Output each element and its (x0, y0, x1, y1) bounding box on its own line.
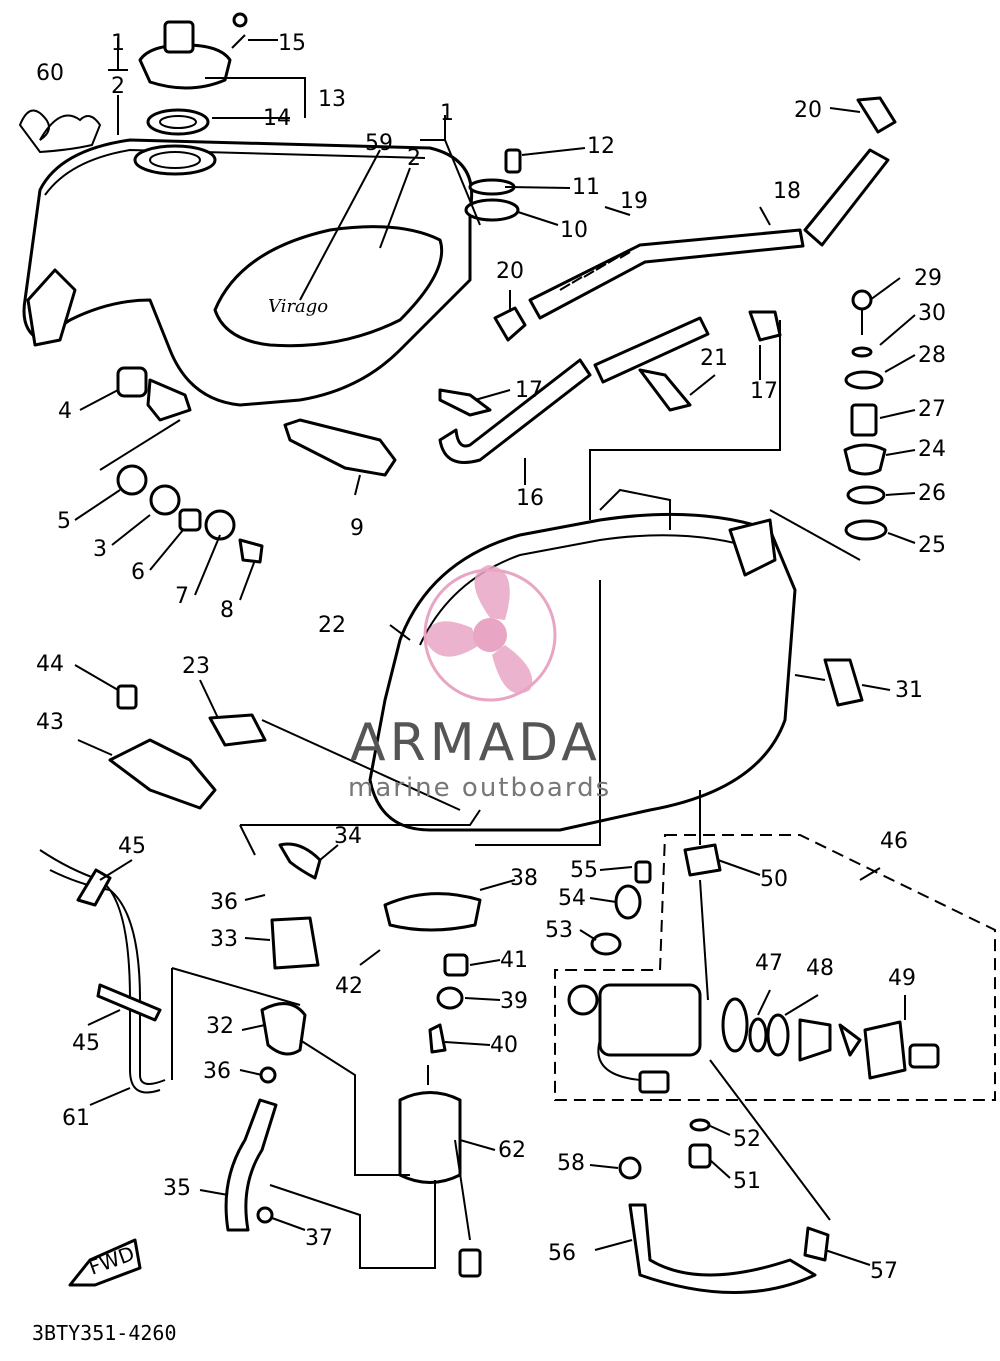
part-label: 39 (500, 989, 528, 1014)
part-label: 54 (558, 886, 586, 911)
part-label: 19 (620, 189, 648, 214)
part-label: 29 (914, 266, 942, 291)
part-label: 17 (750, 379, 778, 404)
part-label: 47 (755, 951, 783, 976)
part-label: 21 (700, 346, 728, 371)
part-label: 33 (210, 927, 238, 952)
part-label: 24 (918, 437, 946, 462)
part-label: 1 (440, 101, 454, 126)
part-label: 23 (182, 654, 210, 679)
filler-cap-assembly (138, 12, 248, 136)
watermark-brand: ARMADA (350, 713, 601, 773)
part-label: 34 (334, 824, 362, 849)
diagram-code: 3BTY351-4260 (32, 1321, 177, 1345)
part-label: 17 (515, 378, 543, 403)
part-label: 57 (870, 1259, 898, 1284)
outlet-hose (618, 1156, 830, 1294)
part-label: 60 (36, 61, 64, 86)
part-label: 49 (888, 966, 916, 991)
part-label: 45 (118, 834, 146, 859)
part-label: 25 (918, 533, 946, 558)
part-label: 20 (496, 259, 524, 284)
part-label: 28 (918, 343, 946, 368)
part-label: 3 (93, 537, 107, 562)
part-label: 36 (203, 1059, 231, 1084)
part-label: 45 (72, 1031, 100, 1056)
part-label: 48 (806, 956, 834, 981)
part-label: 26 (918, 481, 946, 506)
part-label: 1 (111, 31, 125, 56)
part-label: 30 (918, 301, 946, 326)
fuel-tank: Virago (22, 138, 474, 407)
part-label: 42 (335, 974, 363, 999)
part-label: 40 (490, 1033, 518, 1058)
fwd-arrow-icon: FWD (68, 1238, 142, 1287)
part-labels: 1 2 1 2 13 14 15 60 59 12 11 10 19 18 20… (36, 31, 946, 1284)
part-label: 51 (733, 1169, 761, 1194)
part-label: 35 (163, 1176, 191, 1201)
hose-clips (438, 96, 897, 417)
part-label: 6 (131, 560, 145, 585)
propeller-logo-icon (423, 565, 557, 702)
mount-hardware (116, 366, 264, 564)
part-label: 20 (794, 98, 822, 123)
fuel-pump (383, 892, 482, 1278)
part-label: 59 (365, 131, 393, 156)
breather-tube (39, 849, 166, 1094)
part-label: 43 (36, 710, 64, 735)
part-label: 37 (305, 1226, 333, 1251)
part-label: 18 (773, 179, 801, 204)
part-label: 50 (760, 867, 788, 892)
damper-stack (843, 289, 888, 541)
part-label: 22 (318, 613, 346, 638)
part-label: 27 (918, 397, 946, 422)
part-label: 52 (733, 1127, 761, 1152)
part-label: 38 (510, 866, 538, 891)
brackets-left (108, 684, 267, 810)
part-label: 41 (500, 948, 528, 973)
part-label: 4 (58, 399, 72, 424)
part-label: 5 (57, 509, 71, 534)
part-label: 44 (36, 652, 64, 677)
tank-rear-bracket (283, 418, 397, 477)
part-label: 13 (318, 87, 346, 112)
part-label: 31 (895, 678, 923, 703)
watermark: ARMADA marine outboards (348, 565, 611, 803)
part-label: 10 (560, 218, 588, 243)
part-label: 36 (210, 890, 238, 915)
part-label: 2 (407, 146, 421, 171)
part-label: 32 (206, 1014, 234, 1039)
part-label: 56 (548, 1241, 576, 1266)
part-label: 15 (278, 31, 306, 56)
part-label: 9 (350, 516, 364, 541)
sub-tank (368, 488, 864, 832)
part-label: 7 (175, 584, 189, 609)
emblem-icon (18, 109, 102, 154)
part-label: 14 (263, 106, 291, 131)
leader-lines (74, 34, 916, 1269)
cover-gaskets (464, 148, 522, 222)
drain-parts (224, 842, 322, 1232)
part-label: 53 (545, 918, 573, 943)
part-label: 8 (220, 598, 234, 623)
part-label: 61 (62, 1106, 90, 1131)
part-label: 55 (570, 858, 598, 883)
part-label: 16 (516, 486, 544, 511)
part-label: 62 (498, 1138, 526, 1163)
part-label: 58 (557, 1151, 585, 1176)
fuel-hoses (438, 148, 890, 464)
part-label: 2 (111, 74, 125, 99)
watermark-tagline: marine outboards (348, 773, 611, 803)
tank-badge-text: Virago (268, 296, 328, 317)
part-label: 12 (587, 134, 615, 159)
part-label: 11 (572, 175, 600, 200)
part-label: 46 (880, 829, 908, 854)
